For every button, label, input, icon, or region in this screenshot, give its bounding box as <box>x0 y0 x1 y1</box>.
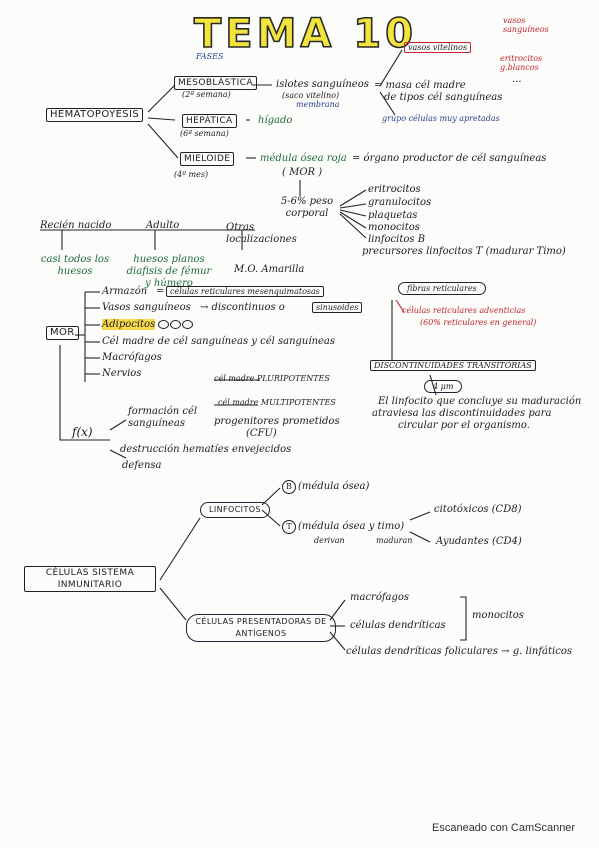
monocitos: monocitos <box>472 610 524 621</box>
linfocitos-oval: LINFOCITOS <box>200 502 270 518</box>
fx-destruccion: destrucción hematíes envejecidos <box>120 444 292 455</box>
t-desc: (médula ósea y timo) <box>298 521 405 532</box>
phase-hepatica: HEPÁTICA <box>182 114 237 128</box>
t-circle: T <box>282 520 296 534</box>
reticulares-porcentaje: (60% reticulares en general) <box>420 318 537 327</box>
adipocyte-cells-icon <box>158 319 194 330</box>
presentadoras-oval: CÉLULAS PRESENTADORAS DE ANTÍGENOS <box>186 614 336 642</box>
loc-recien-desc: casi todos los huesos <box>40 254 110 277</box>
page-title: TEMA 10 <box>193 11 417 57</box>
product-linfocitos-b: linfocitos B <box>368 234 426 245</box>
product-eritrocitos: eritrocitos <box>368 184 421 195</box>
fases-label: FASES <box>196 52 224 61</box>
fx-formacion: formación cél sanguíneas <box>128 406 198 429</box>
linfocito-t: T(médula ósea y timo) <box>282 520 404 534</box>
mesoblastica-eq2: de tipos cél sanguíneas <box>384 92 503 103</box>
inmune-box: CÉLULAS SISTEMA INMUNITARIO <box>24 566 156 592</box>
loc-adulto-desc: huesos planos diafisis de fémur y húmero <box>126 254 212 289</box>
linfocito-2: atraviesa las discontinuidades para <box>372 408 552 419</box>
phase-mieloide-time: (4º mes) <box>174 170 209 179</box>
mor-macrofagos: Macrófagos <box>102 352 162 363</box>
mieloide-eq: = órgano productor de cél sanguíneas <box>352 153 547 164</box>
phase-mieloide: MIELOIDE <box>180 152 235 166</box>
fx-cfu: (CFU) <box>246 428 277 439</box>
ayudantes: Ayudantes (CD4) <box>436 536 522 547</box>
vasos-arrow: → discontinuos o <box>200 302 285 313</box>
phase-mesoblastica: MESOBLÁSTICA <box>174 76 257 90</box>
mieloide-mor: ( MOR ) <box>282 167 323 178</box>
mor-celmadre: Cél madre de cél sanguíneas y cél sanguí… <box>102 336 336 347</box>
b-desc: (médula ósea) <box>298 481 370 492</box>
product-precursores: precursores linfocitos T (madurar Timo) <box>362 246 566 257</box>
product-granulocitos: granulocitos <box>368 197 432 208</box>
linfocito-1: El linfocito que concluye su maduración <box>378 396 582 407</box>
armazon-box: células reticulares mesenquimatosas <box>166 286 324 297</box>
reticulares-adventicias: células reticulares adventicias <box>402 306 526 315</box>
peso-corporal: 5-6% peso corporal <box>280 196 334 219</box>
hepatica-desc: hígado <box>258 115 293 126</box>
mor-box: MOR <box>46 326 79 340</box>
micras-oval: 4 μm <box>424 380 463 393</box>
celulas-dendriticas: células dendríticas <box>350 620 446 631</box>
phase-hepatica-time: (6ª semana) <box>180 129 229 138</box>
vasos-sanguineos-note: vasos sanguíneos <box>503 16 549 34</box>
mor-nervios: Nervios <box>102 368 142 379</box>
scanner-footer: Escaneado con CamScanner <box>432 822 576 834</box>
fx-pluripotentes: cél madre PLURIPOTENTES <box>214 374 330 383</box>
mor-armazon: Armazón <box>102 286 148 297</box>
eritrocitos-note: eritrocitos g.blancos <box>500 54 543 72</box>
fx-multipotentes: cél madre MULTIPOTENTES <box>218 398 336 407</box>
b-circle: B <box>282 480 296 494</box>
fibras-reticulares: fibras reticulares <box>398 282 486 295</box>
loc-adulto: Adulto <box>146 220 180 231</box>
product-monocitos: monocitos <box>368 222 420 233</box>
vasos-vitelinos-box: vasos vitelinos <box>404 42 472 53</box>
macrofagos: macrófagos <box>350 592 410 603</box>
product-plaquetas: plaquetas <box>368 210 418 221</box>
hematopoyesis-box: HEMATOPOYESIS <box>46 108 144 122</box>
t-maduran: maduran <box>376 536 413 545</box>
mesoblastica-desc3: membrana <box>296 100 340 109</box>
mesoblastica-eq: = masa cél madre <box>374 80 466 91</box>
mesoblastica-desc2: (saco vitelino) <box>282 91 340 100</box>
mieloide-desc: médula ósea roja <box>260 153 347 164</box>
sinusoides-box: sinusoides <box>312 302 363 313</box>
citotoxicos: citotóxicos (CD8) <box>434 504 522 515</box>
more-dots: ... <box>512 74 522 85</box>
mesoblastica-desc: islotes sanguíneos <box>276 79 369 90</box>
fx-defensa: defensa <box>122 460 162 471</box>
fx-progenitores: progenitores prometidos <box>214 416 340 427</box>
mor-vasos: Vasos sanguíneos <box>102 302 191 313</box>
grupo-celulas: grupo células muy apretadas <box>382 114 500 123</box>
phase-mesoblastica-time: (2ª semana) <box>182 90 231 99</box>
adipocitos-highlight: Adipocitos <box>102 319 156 330</box>
discontinuidades-box: DISCONTINUIDADES TRANSITORIAS <box>370 360 536 371</box>
linfocito-3: circular por el organismo. <box>398 420 530 431</box>
fx-label: f(x) <box>72 425 93 439</box>
loc-otras: Otras localizaciones <box>226 222 297 245</box>
t-derivan: derivan <box>314 536 345 545</box>
foliculares: células dendríticas foliculares → g. lin… <box>346 646 572 657</box>
linfocito-b: B(médula ósea) <box>282 480 369 494</box>
mor-adipocitos: Adipocitos <box>102 319 194 331</box>
loc-recien: Recién nacido <box>40 220 112 231</box>
loc-otras-desc: M.O. Amarilla <box>234 264 305 275</box>
